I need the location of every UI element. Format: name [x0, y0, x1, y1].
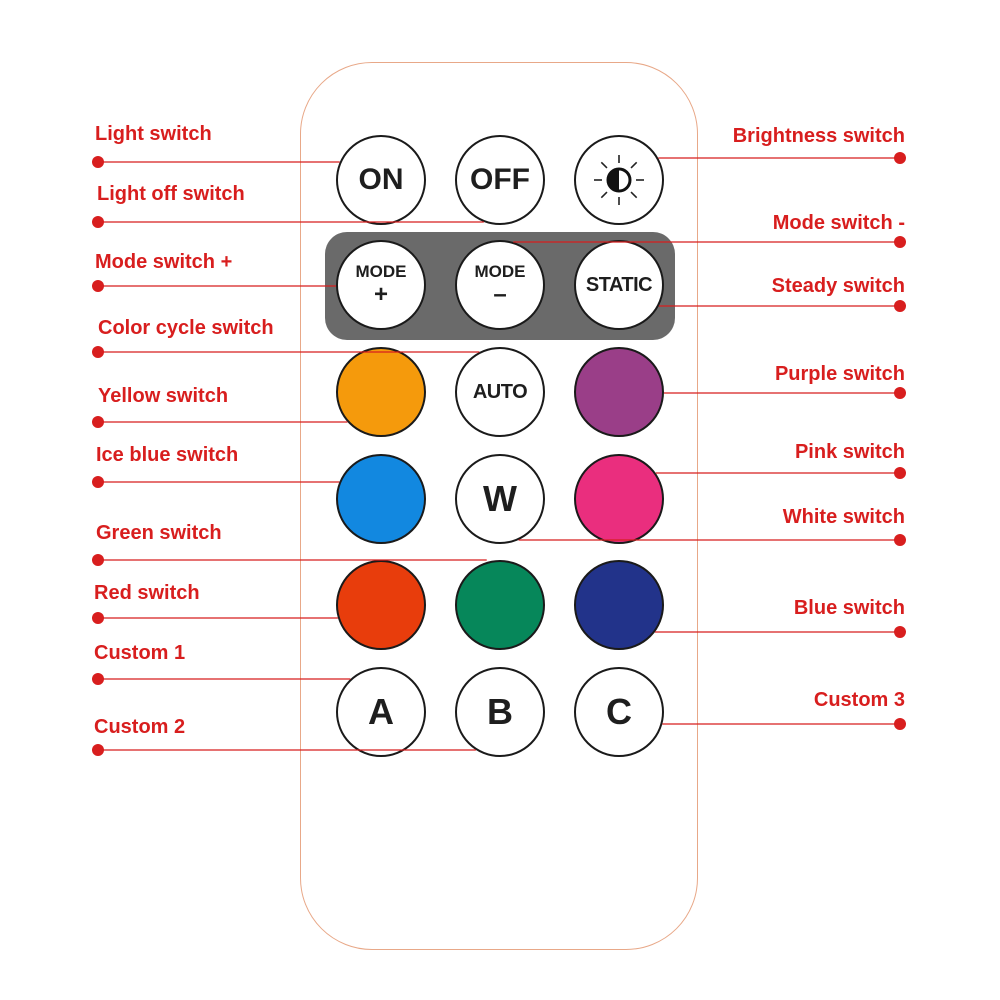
callout-dot-ice-blue	[92, 476, 104, 488]
custom-c-button[interactable]: C	[574, 667, 664, 757]
blue-button[interactable]	[574, 560, 664, 650]
on-button[interactable]: ON	[336, 135, 426, 225]
callout-label-ice-blue: Ice blue switch	[96, 444, 239, 466]
callout-label-custom-b: Custom 2	[94, 716, 186, 738]
purple-button[interactable]	[574, 347, 664, 437]
callout-dot-purple	[894, 387, 906, 399]
on-button-label: ON	[358, 163, 404, 196]
callout-dot-auto	[92, 346, 104, 358]
callout-dot-on	[92, 156, 104, 168]
white-button-label: W	[483, 478, 517, 519]
callout-label-pink: Pink switch	[794, 441, 905, 463]
callout-label-red: Red switch	[94, 582, 200, 604]
callout-dot-mode-plus	[92, 280, 104, 292]
callout-label-mode-minus: Mode switch -	[772, 212, 905, 234]
off-button-label: OFF	[470, 163, 530, 196]
brightness-button[interactable]	[574, 135, 664, 225]
auto-button[interactable]: AUTO	[455, 347, 545, 437]
callout-label-green: Green switch	[96, 522, 222, 544]
callout-dot-green	[92, 554, 104, 566]
mode-plus-button[interactable]: MODE+	[336, 240, 426, 330]
custom-a-button-label: A	[368, 691, 394, 732]
mode-plus-button-sign: +	[373, 280, 388, 308]
callout-label-off: Light off switch	[97, 183, 245, 205]
callout-label-custom-c: Custom 3	[813, 689, 905, 711]
callout-dot-custom-a	[92, 673, 104, 685]
white-button[interactable]: W	[455, 454, 545, 544]
green-button[interactable]	[455, 560, 545, 650]
callout-dot-off	[92, 216, 104, 228]
callout-label-on: Light switch	[95, 123, 212, 145]
callout-label-auto: Color cycle switch	[98, 317, 274, 339]
callout-dot-pink	[894, 467, 906, 479]
custom-a-button[interactable]: A	[336, 667, 426, 757]
callout-label-brightness: Brightness switch	[732, 125, 905, 147]
callout-dot-custom-b	[92, 744, 104, 756]
callout-label-static: Steady switch	[771, 275, 905, 297]
ice-blue-button[interactable]	[336, 454, 426, 544]
callout-dot-red	[92, 612, 104, 624]
mode-plus-button-label: MODE	[355, 262, 407, 282]
callout-label-yellow: Yellow switch	[98, 385, 229, 407]
auto-button-label: AUTO	[472, 381, 528, 403]
pink-button[interactable]	[574, 454, 664, 544]
custom-c-button-label: C	[606, 691, 632, 732]
custom-b-button[interactable]: B	[455, 667, 545, 757]
red-button[interactable]	[336, 560, 426, 650]
mode-minus-button-sign: –	[493, 280, 507, 308]
mode-minus-button-label: MODE	[474, 262, 526, 282]
callout-dot-static	[894, 300, 906, 312]
callout-label-custom-a: Custom 1	[94, 642, 186, 664]
callout-label-purple: Purple switch	[774, 363, 905, 385]
callout-dot-blue	[894, 626, 906, 638]
callout-dot-brightness	[894, 152, 906, 164]
off-button[interactable]: OFF	[455, 135, 545, 225]
static-button-label: STATIC	[585, 274, 653, 296]
callout-label-white: White switch	[782, 506, 905, 528]
callout-dot-yellow	[92, 416, 104, 428]
callout-dot-white	[894, 534, 906, 546]
callout-label-blue: Blue switch	[793, 597, 905, 619]
yellow-button[interactable]	[336, 347, 426, 437]
static-button[interactable]: STATIC	[574, 240, 664, 330]
callout-dot-mode-minus	[894, 236, 906, 248]
callout-label-mode-plus: Mode switch +	[95, 251, 233, 273]
callout-dot-custom-c	[894, 718, 906, 730]
custom-b-button-label: B	[487, 691, 513, 732]
brightness-icon	[594, 155, 644, 205]
mode-minus-button[interactable]: MODE–	[455, 240, 545, 330]
